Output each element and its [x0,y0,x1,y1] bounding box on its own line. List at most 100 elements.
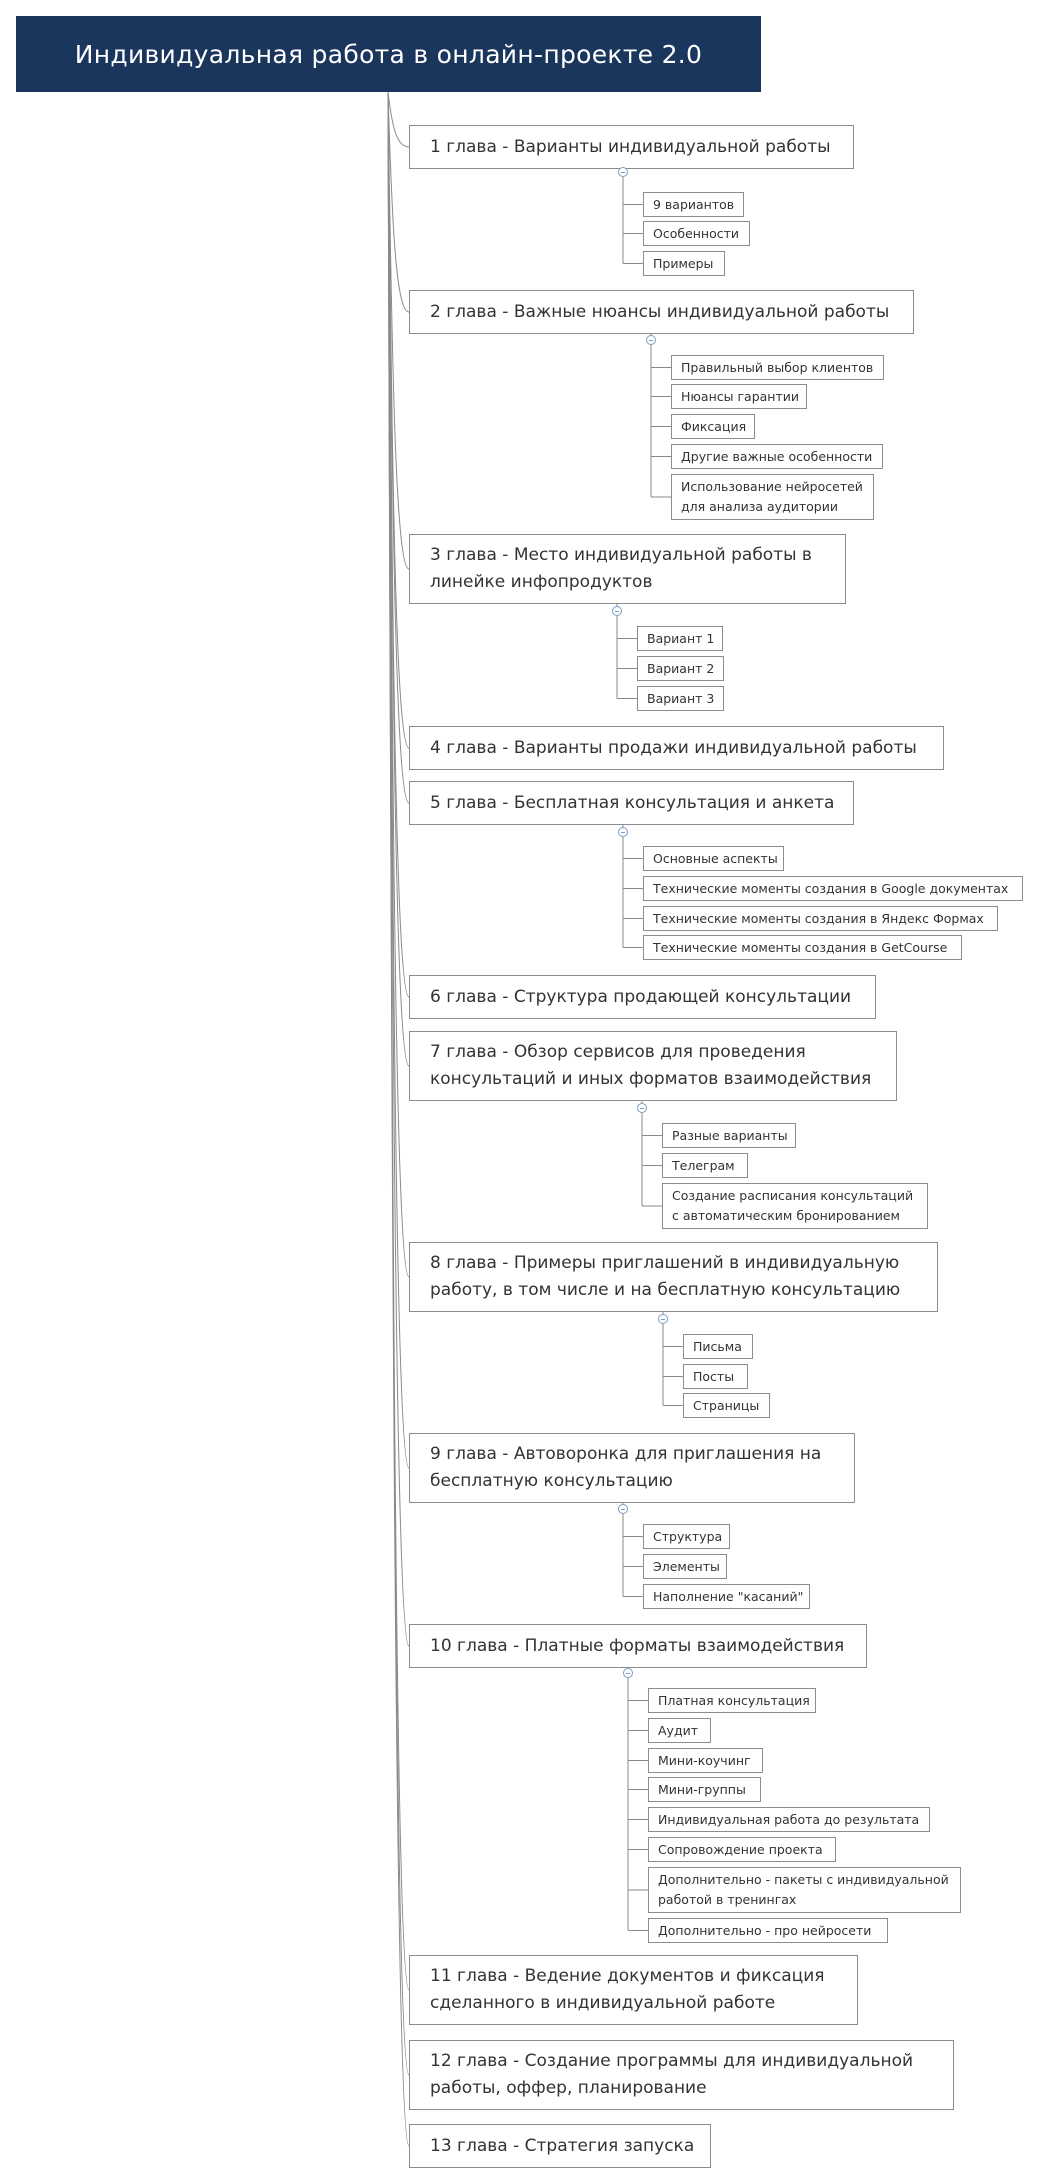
chapter-title-line: линейке инфопродуктов [430,572,653,592]
subtopic-item[interactable]: Структура [643,1524,730,1549]
chapter-topic-4[interactable]: 4 глава - Варианты продажи индивидуально… [409,726,944,770]
chapter-title-line: 11 глава - Ведение документов и фиксация [430,1966,825,1986]
subtopic-label-line: Вариант 3 [647,690,715,706]
chapter-title-line: бесплатную консультацию [430,1471,673,1491]
subtopic-label-line: Сопровождение проекта [658,1841,823,1857]
subtopic-label-line: Другие важные особенности [681,448,873,464]
subtopic-label-line: Мини-группы [658,1781,746,1797]
subtopic-label-line: Основные аспекты [653,850,778,866]
chapter-title-line: работы, оффер, планирование [430,2078,707,2098]
subtopic-item[interactable]: Вариант 2 [637,656,724,681]
chapter-title-line: 12 глава - Создание программы для индиви… [430,2051,914,2071]
subtopic-item[interactable]: Другие важные особенности [671,444,883,469]
subtopic-item[interactable]: Особенности [643,221,750,246]
collapse-toggle-icon[interactable] [618,1504,628,1514]
chapter-topic-13[interactable]: 13 глава - Стратегия запуска [409,2124,711,2168]
subtopic-item[interactable]: Письма [683,1334,753,1359]
subtopic-label-line: Страницы [693,1397,760,1413]
subtopic-item[interactable]: Фиксация [671,414,755,439]
subtopic-label-line: Индивидуальная работа до результата [658,1811,920,1827]
subtopic-label-line: Особенности [653,225,740,241]
subtopic-item[interactable]: Посты [683,1364,748,1389]
subtopic-item[interactable]: Основные аспекты [643,846,784,871]
collapse-toggle-icon[interactable] [618,167,628,177]
subtopic-label-line: Письма [693,1338,742,1354]
chapter-title-line: 9 глава - Автоворонка для приглашения на [430,1444,822,1464]
chapter-topic-9[interactable]: 9 глава - Автоворонка для приглашения на… [409,1433,855,1503]
chapter-title-line: 4 глава - Варианты продажи индивидуально… [430,737,917,758]
subtopic-item[interactable]: 9 вариантов [643,192,744,217]
subtopic-label-line: для анализа аудитории [681,499,838,514]
collapse-toggle-icon[interactable] [646,335,656,345]
subtopic-label-line: Платная консультация [658,1692,810,1708]
chapter-topic-6[interactable]: 6 глава - Структура продающей консультац… [409,975,876,1019]
subtopic-item[interactable]: Вариант 1 [637,626,723,651]
subtopic-item[interactable]: Мини-коучинг [648,1748,763,1773]
subtopic-label-line: Технические моменты создания в GetCourse [653,939,948,955]
chapter-title-line: 10 глава - Платные форматы взаимодействи… [430,1635,845,1656]
subtopic-item[interactable]: Дополнительно - про нейросети [648,1918,888,1943]
subtopic-item[interactable]: Примеры [643,251,725,276]
chapter-title-line: сделанного в индивидуальной работе [430,1993,776,2013]
subtopic-item[interactable]: Технические моменты создания в Яндекс Фо… [643,906,998,931]
collapse-toggle-icon[interactable] [637,1103,647,1113]
subtopic-label-line: Фиксация [681,418,747,434]
branch-connector [387,91,410,313]
subtopic-item[interactable]: Аудит [648,1718,711,1743]
subtopic-item[interactable]: Использование нейросетей для анализа ауди… [671,474,874,520]
subtopic-label-line: Элементы [653,1558,720,1574]
subtopic-label-line: Технические моменты создания в Яндекс Фо… [653,910,984,926]
root-title: Индивидуальная работа в онлайн-проекте 2… [74,39,703,69]
chapter-title-line: 7 глава - Обзор сервисов для проведения [430,1042,806,1062]
subtopic-label-line: работой в тренингах [658,1892,797,1907]
subtopic-label-line: Вариант 1 [647,630,715,646]
subtopic-item[interactable]: Страницы [683,1393,770,1418]
subtopic-label-line: Аудит [658,1722,698,1738]
subtopic-label-line: Телеграм [672,1157,735,1173]
collapse-toggle-icon[interactable] [612,606,622,616]
chapter-topic-11[interactable]: 11 глава - Ведение документов и фиксация… [409,1955,858,2025]
chapter-topic-10[interactable]: 10 глава - Платные форматы взаимодействи… [409,1624,867,1668]
subtopic-item[interactable]: Мини-группы [648,1777,761,1802]
chapter-title-line: 5 глава - Бесплатная консультация и анке… [430,792,835,813]
subtopic-label-line: Разные варианты [672,1127,788,1143]
collapse-toggle-icon[interactable] [618,827,628,837]
subtopic-item[interactable]: Индивидуальная работа до результата [648,1807,930,1832]
collapse-toggle-icon[interactable] [658,1314,668,1324]
chapter-topic-5[interactable]: 5 глава - Бесплатная консультация и анке… [409,781,854,825]
subtopic-item[interactable]: Технические моменты создания в Google до… [643,876,1023,901]
subtopic-label-line: Технические моменты создания в Google до… [653,880,1009,896]
chapter-title-line: 1 глава - Варианты индивидуальной работы [430,136,831,157]
subtopic-item[interactable]: Платная консультация [648,1688,816,1713]
subtopic-item[interactable]: Наполнение "касаний" [643,1584,810,1609]
chapter-topic-8[interactable]: 8 глава - Примеры приглашений в индивиду… [409,1242,938,1312]
chapter-title-line: 8 глава - Примеры приглашений в индивиду… [430,1253,900,1273]
collapse-toggle-icon[interactable] [623,1668,633,1678]
root-topic[interactable]: Индивидуальная работа в онлайн-проекте 2… [16,16,761,92]
subtopic-label-line: Наполнение "касаний" [653,1588,804,1604]
subtopic-item[interactable]: Правильный выбор клиентов [671,355,884,380]
subtopic-label-line: Правильный выбор клиентов [681,359,874,375]
subtopic-item[interactable]: Вариант 3 [637,686,724,711]
chapter-title-line: 13 глава - Стратегия запуска [430,2135,695,2156]
subtopic-item[interactable]: Телеграм [662,1153,748,1178]
subtopic-label-line: Нюансы гарантии [681,388,799,404]
subtopic-item[interactable]: Разные варианты [662,1123,796,1148]
chapter-topic-12[interactable]: 12 глава - Создание программы для индиви… [409,2040,954,2110]
subtopic-label-line: 9 вариантов [653,196,735,212]
subtopic-label-line: Создание расписания консультаций [672,1188,914,1203]
subtopic-label-line: Примеры [653,255,714,271]
subtopic-item[interactable]: Элементы [643,1554,727,1579]
chapter-title-line: 6 глава - Структура продающей консультац… [430,986,852,1007]
chapter-topic-1[interactable]: 1 глава - Варианты индивидуальной работы [409,125,854,169]
chapter-topic-2[interactable]: 2 глава - Важные нюансы индивидуальной р… [409,290,914,334]
subtopic-label-line: Использование нейросетей [681,479,863,494]
subtopic-item[interactable]: Технические моменты создания в GetCourse [643,935,962,960]
subtopic-item[interactable]: Нюансы гарантии [671,384,807,409]
subtopic-label-line: Вариант 2 [647,660,715,676]
subtopic-item[interactable]: Сопровождение проекта [648,1837,836,1862]
